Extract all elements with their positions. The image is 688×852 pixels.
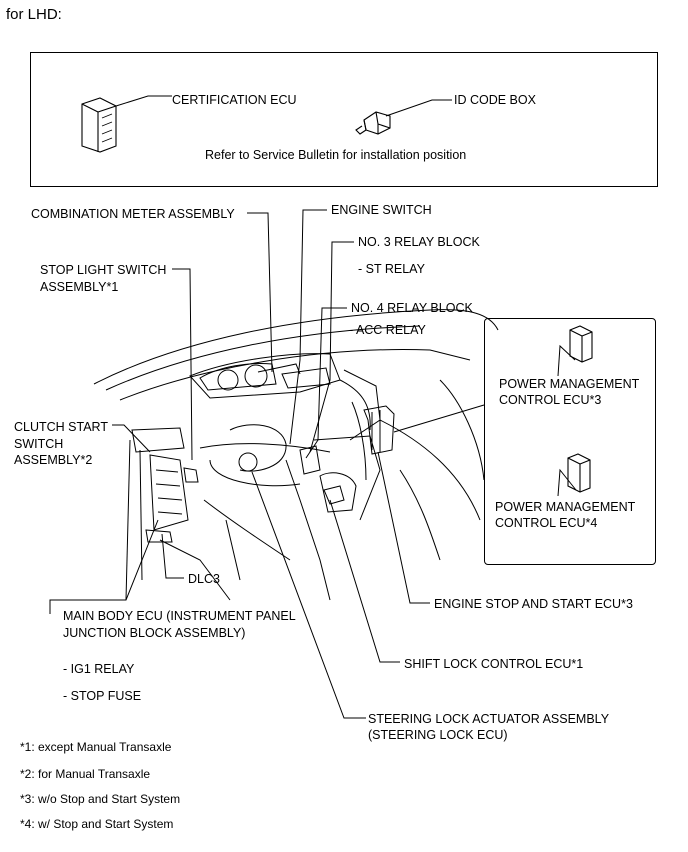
reference-box (30, 52, 658, 187)
stop-fuse-label: - STOP FUSE (63, 689, 142, 703)
id-code-box-label: ID CODE BOX (454, 93, 536, 107)
steering-lock-label-line2: (STEERING LOCK ECU) (368, 728, 508, 742)
clutch-start-switch-label-line1: CLUTCH START (14, 420, 108, 434)
stop-light-switch-label-line1: STOP LIGHT SWITCH (40, 263, 167, 277)
steering-lock-label-line1: STEERING LOCK ACTUATOR ASSEMBLY (368, 712, 610, 726)
st-relay-label: - ST RELAY (358, 262, 425, 276)
combination-meter-label: COMBINATION METER ASSEMBLY (31, 207, 235, 221)
relay-block-4-label: NO. 4 RELAY BLOCK (351, 301, 473, 315)
ig1-relay-label: - IG1 RELAY (63, 662, 135, 676)
leader-lines (49, 95, 577, 719)
clutch-start-switch-label-line2: SWITCH (14, 437, 64, 451)
pm-ecu-3-icon (569, 325, 593, 363)
pm-ecu-4-label-line2: CONTROL ECU*4 (495, 516, 598, 530)
pm-ecu-4-label-line1: POWER MANAGEMENT (495, 500, 636, 514)
installation-note: Refer to Service Bulletin for installati… (205, 148, 467, 162)
diagram-heading: for LHD: (6, 6, 62, 23)
power-management-ecu-box (484, 318, 656, 565)
engine-stop-start-ecu-label: ENGINE STOP AND START ECU*3 (434, 597, 633, 611)
certification-ecu-icon (81, 97, 117, 153)
footnote-3: *3: w/o Stop and Start System (20, 792, 181, 806)
pm-ecu-3-label-line1: POWER MANAGEMENT (499, 377, 640, 391)
engine-switch-label: ENGINE SWITCH (331, 203, 432, 217)
pm-ecu-3-label-line2: CONTROL ECU*3 (499, 393, 602, 407)
certification-ecu-label: CERTIFICATION ECU (172, 93, 297, 107)
acc-relay-label: - ACC RELAY (349, 323, 426, 337)
main-body-ecu-label-line2: JUNCTION BLOCK ASSEMBLY) (63, 626, 246, 640)
relay-block-3-label: NO. 3 RELAY BLOCK (358, 235, 480, 249)
dlc3-label: DLC3 (188, 572, 220, 586)
id-code-box-icon (355, 111, 391, 135)
main-body-ecu-label-line1: MAIN BODY ECU (INSTRUMENT PANEL (63, 609, 296, 623)
pm-ecu-4-icon (567, 453, 591, 493)
clutch-start-switch-label-line3: ASSEMBLY*2 (14, 453, 93, 467)
stop-light-switch-label-line2: ASSEMBLY*1 (40, 280, 119, 294)
instrument-panel-outline (93, 309, 499, 601)
footnote-1: *1: except Manual Transaxle (20, 740, 172, 754)
footnote-4: *4: w/ Stop and Start System (20, 817, 174, 831)
shift-lock-ecu-label: SHIFT LOCK CONTROL ECU*1 (404, 657, 584, 671)
footnote-2: *2: for Manual Transaxle (20, 767, 151, 781)
